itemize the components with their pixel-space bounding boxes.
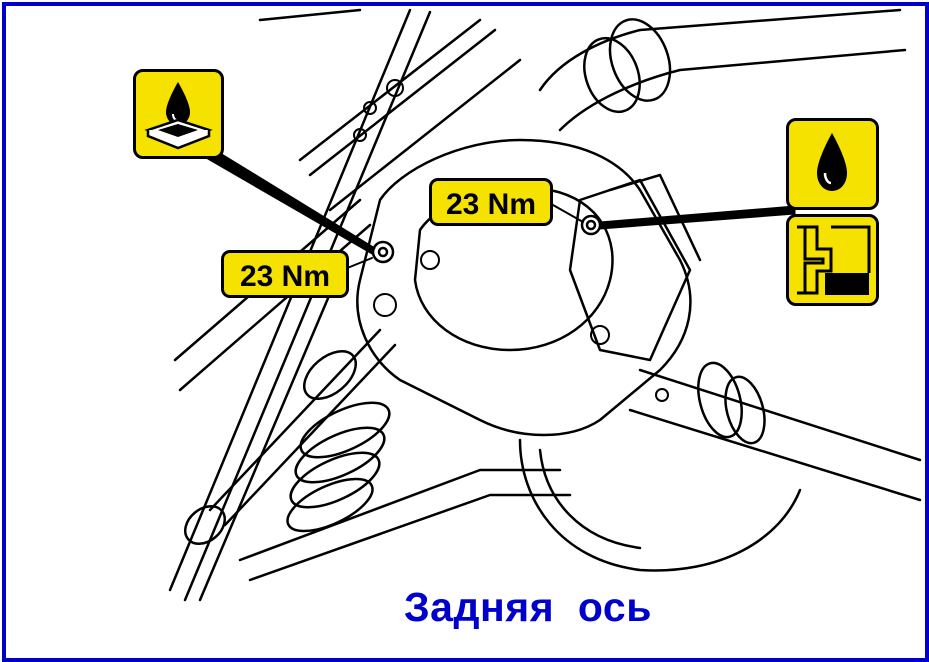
torque-label-center: 23 Nm [429,178,553,226]
callout-bolt-right-center [585,219,597,231]
callout-bolt-left-center [377,246,389,258]
shaft-boot [303,350,357,400]
tube-end [583,36,641,114]
axle-boot [724,375,766,445]
control-arm [238,468,562,562]
leader-line-oil [599,205,796,230]
oil-level-icon [786,214,879,306]
sealant-icon [133,69,224,159]
drive-shaft-line [208,328,382,512]
frame-rail-line [183,10,432,602]
axle-boot [697,361,743,439]
tube-end [608,18,672,102]
mount-bracket-edge [608,173,702,262]
cross-tube-line [558,48,907,132]
bolts [353,79,669,402]
diff-housing [356,138,692,437]
frame-rail-line [328,58,522,212]
axle-shaft-line [638,368,922,462]
leader-line-torque-center [552,204,584,223]
control-arm [248,493,572,582]
diagram-caption: Задняя ось [404,584,652,630]
oil-drop-icon [786,118,879,210]
axle-shaft-line [628,408,922,502]
coil-spring [286,401,391,533]
shaft-joint [184,505,226,545]
torque-label-left: 23 Nm [221,250,349,298]
frame-rail-line [198,268,342,602]
frame-rail-line [258,8,362,22]
lower-housing-inner [538,448,642,550]
frame-rail-line [308,28,497,177]
frame-rail-line [298,18,482,162]
drive-shaft-line [223,343,397,527]
